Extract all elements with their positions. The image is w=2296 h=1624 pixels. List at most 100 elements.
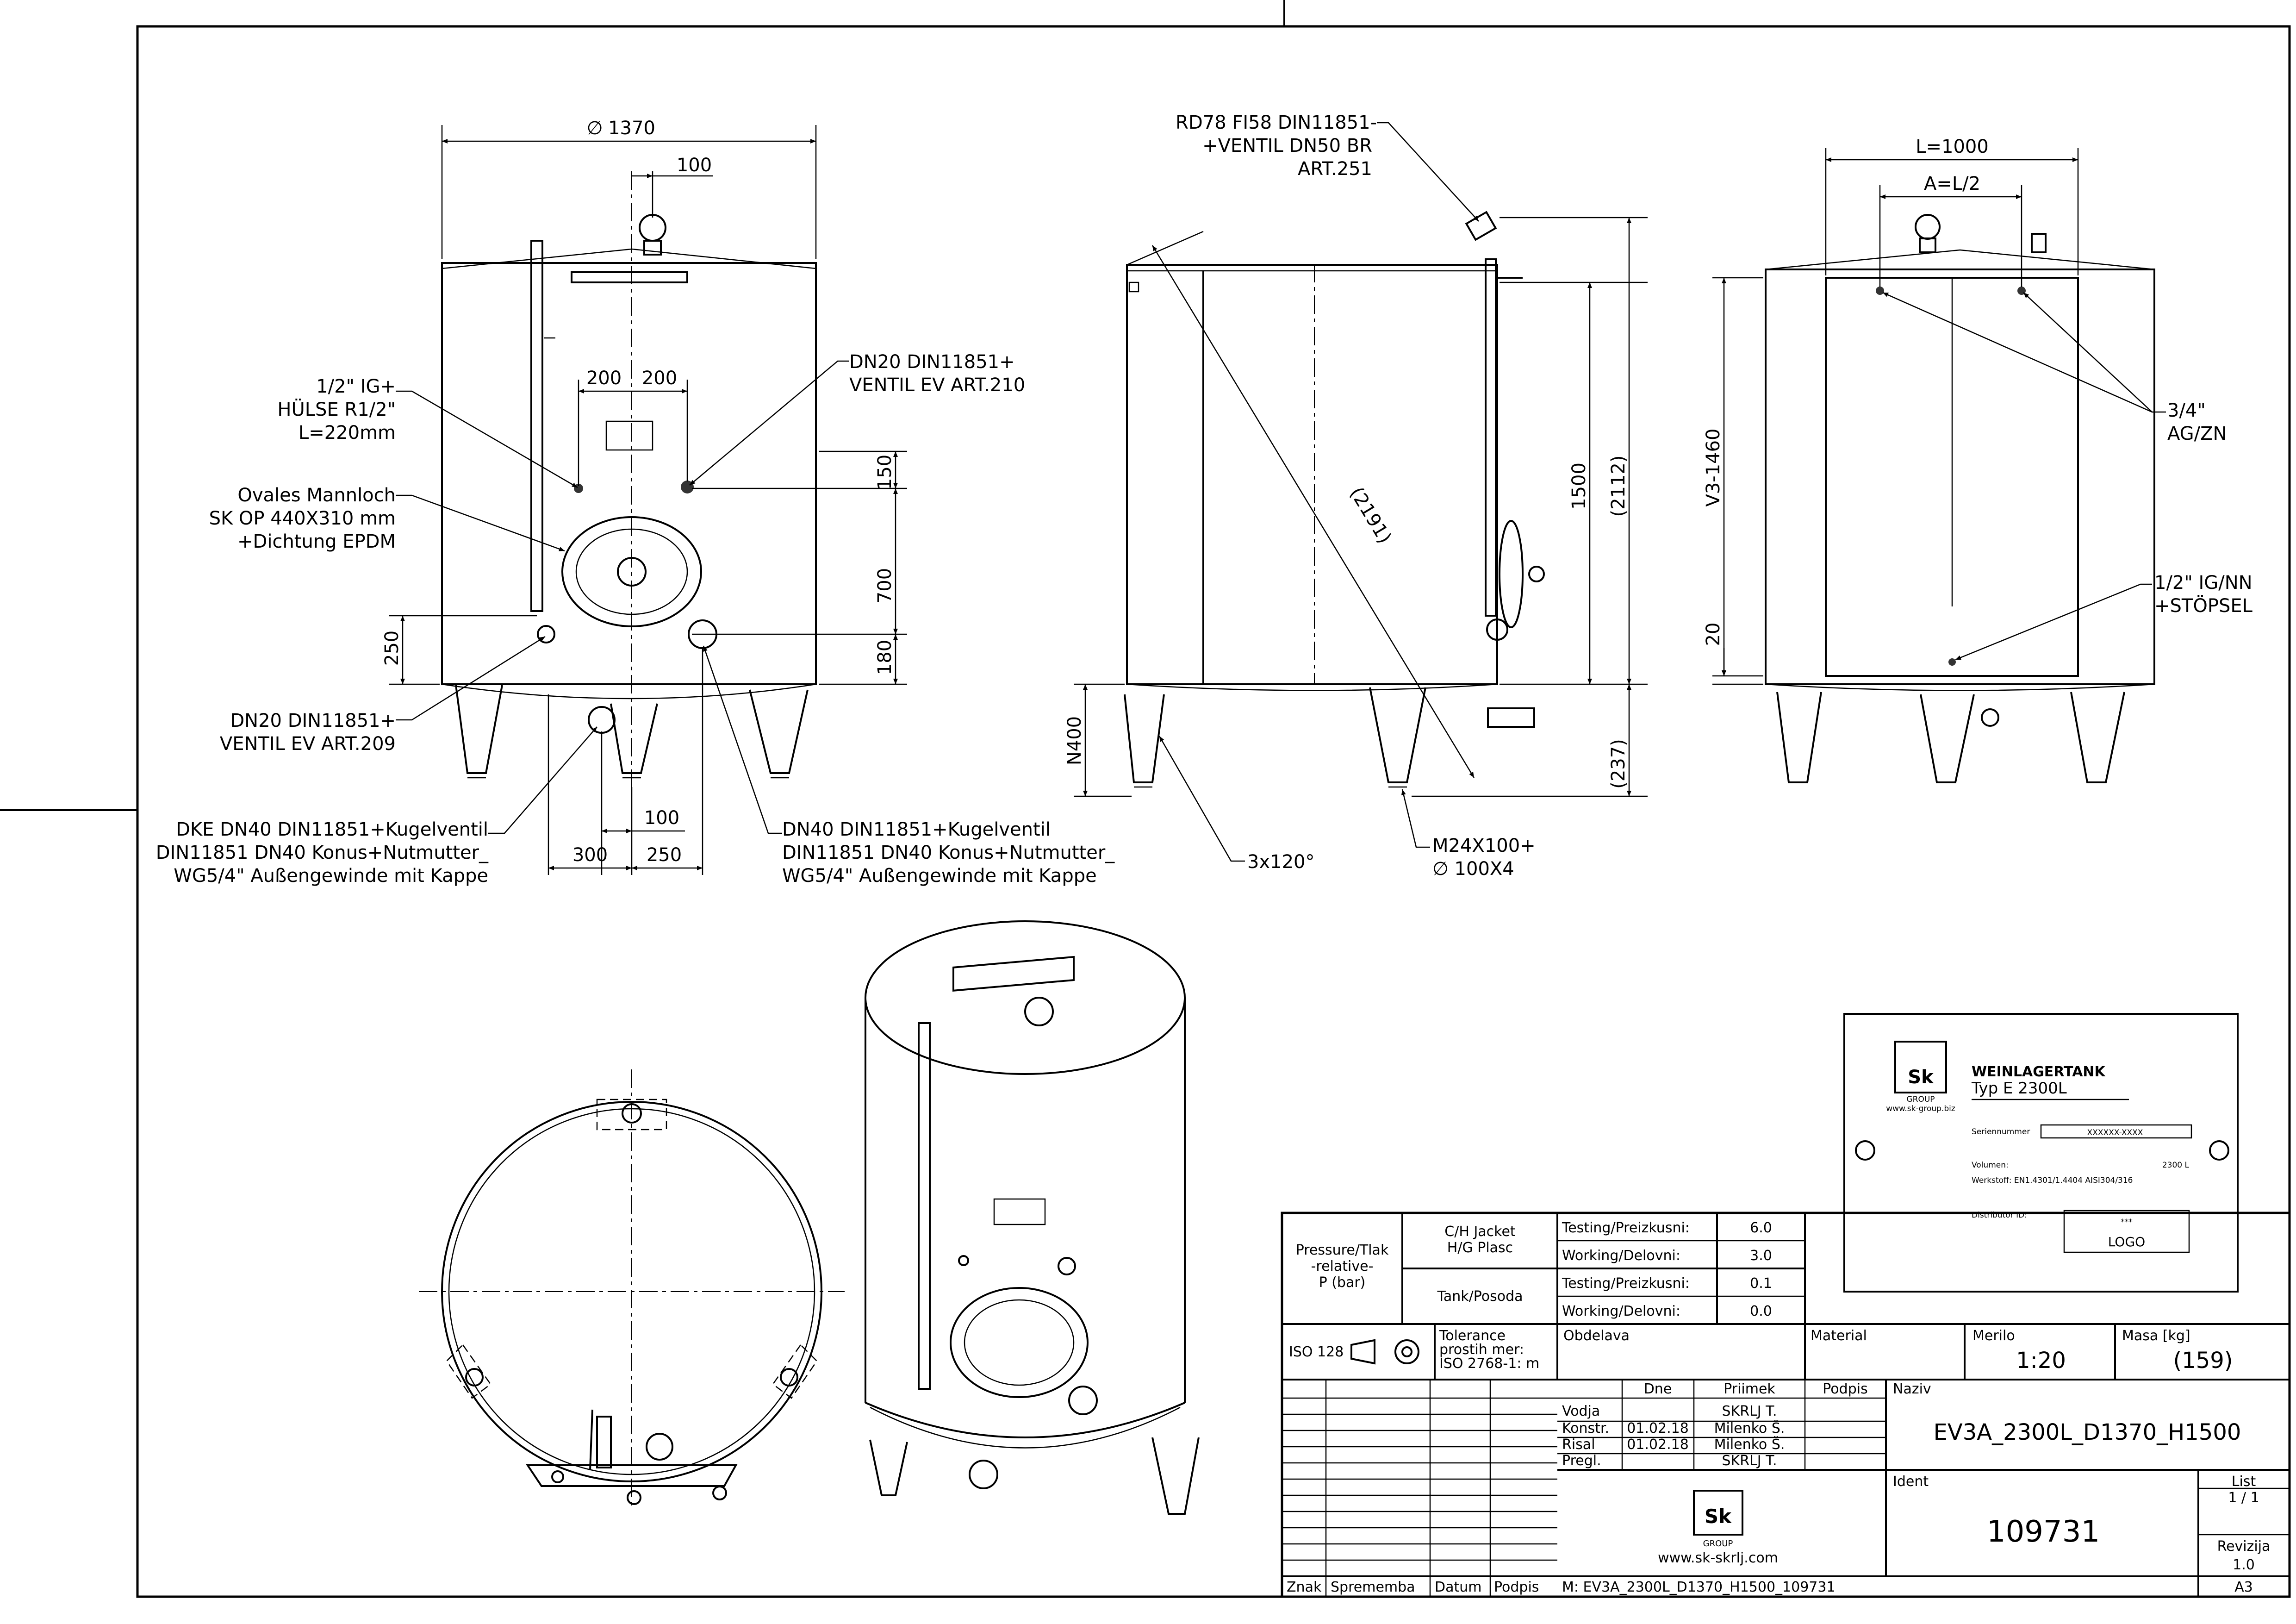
tb-row-role: Konstr.: [1562, 1420, 1609, 1437]
callout-dke-1: DKE DN40 DIN11851+Kugelventil: [176, 819, 488, 840]
title-block: Sk: [1281, 1212, 2291, 1598]
anchor-2: ∅ 100X4: [1432, 858, 1514, 880]
nameplate-serial-label: Seriennummer: [1972, 1127, 2030, 1137]
tb-working1-value: 3.0: [1750, 1248, 1772, 1264]
tb-row-role: Pregl.: [1562, 1453, 1601, 1469]
side-leg-left: [1124, 694, 1165, 783]
dim-nozzle-offset: 100: [677, 155, 712, 176]
top-view: [419, 1069, 845, 1509]
tb-naziv-value: EV3A_2300L_D1370_H1500: [1934, 1419, 2241, 1445]
callout-socket-3: L=220mm: [299, 422, 396, 443]
tb-podpis: Podpis: [1494, 1579, 1539, 1595]
tb-row-role: Risal: [1562, 1437, 1595, 1453]
callout-manhole-1: Ovales Mannloch: [237, 485, 396, 506]
dim-h700: 700: [874, 568, 896, 603]
tb-material: Material: [1811, 1328, 1867, 1344]
tb-naziv: Naziv: [1893, 1381, 1931, 1397]
nameplate-material: Werkstoff: EN1.4301/1.4404 AISI304/316: [1972, 1176, 2133, 1185]
nameplate-web: www.sk-group.biz: [1886, 1104, 1955, 1113]
callout-dn40-3: WG5/4" Außengewinde mit Kappe: [782, 865, 1097, 887]
nameplate-volume: 2300 L: [2162, 1161, 2190, 1170]
isometric-view: [865, 920, 1200, 1515]
dim-h20: 20: [1703, 623, 1724, 646]
iso-top-fitting: [1024, 997, 1054, 1026]
side-leg-right: [1369, 687, 1426, 783]
callout-valve209-2: VENTIL EV ART.209: [220, 733, 396, 755]
tb-logo-group: GROUP: [1703, 1539, 1733, 1549]
callout-socket-1: 1/2" IG+: [316, 376, 396, 397]
dim-h237: (237): [1608, 739, 1629, 789]
callout-ag-2: AG/ZN: [2167, 423, 2227, 444]
tb-working2-value: 0.0: [1750, 1303, 1772, 1319]
projection-circle-icon: [1394, 1339, 1419, 1364]
tb-tank: Tank/Posoda: [1437, 1288, 1523, 1305]
level-gauge: [530, 240, 543, 612]
titleblock-logo: [1693, 1490, 1743, 1536]
tb-testing1-value: 6.0: [1750, 1220, 1772, 1236]
nameplate-logo-icon: Sk: [1908, 1067, 1934, 1088]
side-view: 1500 (2112) (237) N400 (2191): [1064, 122, 1648, 862]
tb-merilo-value: 1:20: [2016, 1348, 2066, 1374]
callout-valve210-2: VENTIL EV ART.210: [849, 375, 1025, 396]
callout-ig-1: 1/2" IG/NN: [2154, 572, 2252, 593]
callout-dke-2: DIN11851 DN40 Konus+Nutmutter_: [156, 842, 489, 863]
nameplate-logo-placeholder: LOGO: [2108, 1234, 2145, 1249]
dim-bottom-100: 100: [644, 807, 679, 829]
tb-row-name: Milenko Š.: [1714, 1419, 1785, 1437]
tb-col-priimek: Priimek: [1724, 1381, 1775, 1397]
legs-angle: 3x120°: [1247, 851, 1314, 873]
tb-znak: Znak: [1287, 1579, 1322, 1595]
dim-h1500: 1500: [1568, 462, 1590, 510]
iso-leg-right: [1151, 1437, 1200, 1515]
tb-col-dne: Dne: [1644, 1381, 1672, 1397]
tb-datum: Datum: [1435, 1579, 1481, 1595]
back-leg-right: [2070, 692, 2125, 783]
nameplate-type: Typ E 2300L: [1971, 1079, 2067, 1098]
top-view-valve-bar: [526, 1464, 738, 1487]
tb-row-date: 01.02.18: [1627, 1437, 1689, 1453]
callout-top-2: +VENTIL DN50 BR: [1202, 135, 1372, 156]
nameplate-distributor: ***: [2121, 1218, 2133, 1227]
iso-leg-left: [869, 1439, 908, 1496]
tb-file: M: EV3A_2300L_D1370_H1500_109731: [1562, 1579, 1836, 1595]
dim-length: L=1000: [1916, 136, 1989, 157]
back-view-labels: 3/4" AG/ZN 1/2" IG/NN +STÖPSEL: [2154, 400, 2253, 617]
back-leg-center: [1920, 694, 1975, 783]
tb-working2: Working/Delovni:: [1562, 1303, 1680, 1319]
tb-revizija: Revizija: [2217, 1538, 2271, 1555]
oval-manhole: [561, 516, 702, 627]
leg-right: [749, 689, 809, 774]
back-top-fitting: [1915, 214, 1941, 240]
front-view-labels: 1/2" IG+ HÜLSE R1/2" L=220mm DN20 DIN118…: [156, 351, 1115, 887]
dim-bottom-250: 250: [647, 844, 682, 866]
side-manhole: [1499, 520, 1524, 628]
top-handle: [571, 271, 688, 283]
diameter-symbol-icon: ∅: [587, 118, 603, 139]
dim-h150: 150: [874, 455, 896, 490]
callout-top-3: ART.251: [1298, 158, 1372, 180]
front-view: 1370 ∅ 100 200 200 150 700 180 250 100: [381, 118, 907, 875]
top-view-outlet: [646, 1433, 673, 1461]
tb-ident: Ident: [1893, 1474, 1929, 1490]
side-outlet: [1487, 707, 1535, 728]
projection-cone-icon: [1350, 1339, 1375, 1365]
iso-top-ellipse: [865, 920, 1186, 1075]
tb-list: List: [2232, 1474, 2256, 1490]
dim-half-left: 200: [586, 368, 622, 389]
valve-210: [681, 481, 694, 493]
tb-merilo: Merilo: [1972, 1328, 2015, 1344]
tb-testing1: Testing/Preizkusni:: [1562, 1220, 1690, 1236]
dim-n400: N400: [1064, 716, 1085, 765]
dim-half-right: 200: [642, 368, 677, 389]
tb-jacket-1: C/H Jacket: [1444, 1224, 1516, 1240]
callout-manhole-2: SK OP 440X310 mm: [209, 508, 396, 529]
callout-top-1: RD78 FI58 DIN11851-: [1176, 112, 1377, 133]
tb-ident-value: 109731: [1987, 1515, 2100, 1549]
tb-tolerance-3: ISO 2768-1: m: [1439, 1355, 1539, 1372]
nameplate-logo-box: [1894, 1041, 1947, 1093]
tb-pressure-2: -relative-: [1311, 1258, 1374, 1274]
tb-jacket-2: H/G Plasc: [1447, 1240, 1513, 1256]
callout-manhole-3: +Dichtung EPDM: [237, 531, 396, 552]
